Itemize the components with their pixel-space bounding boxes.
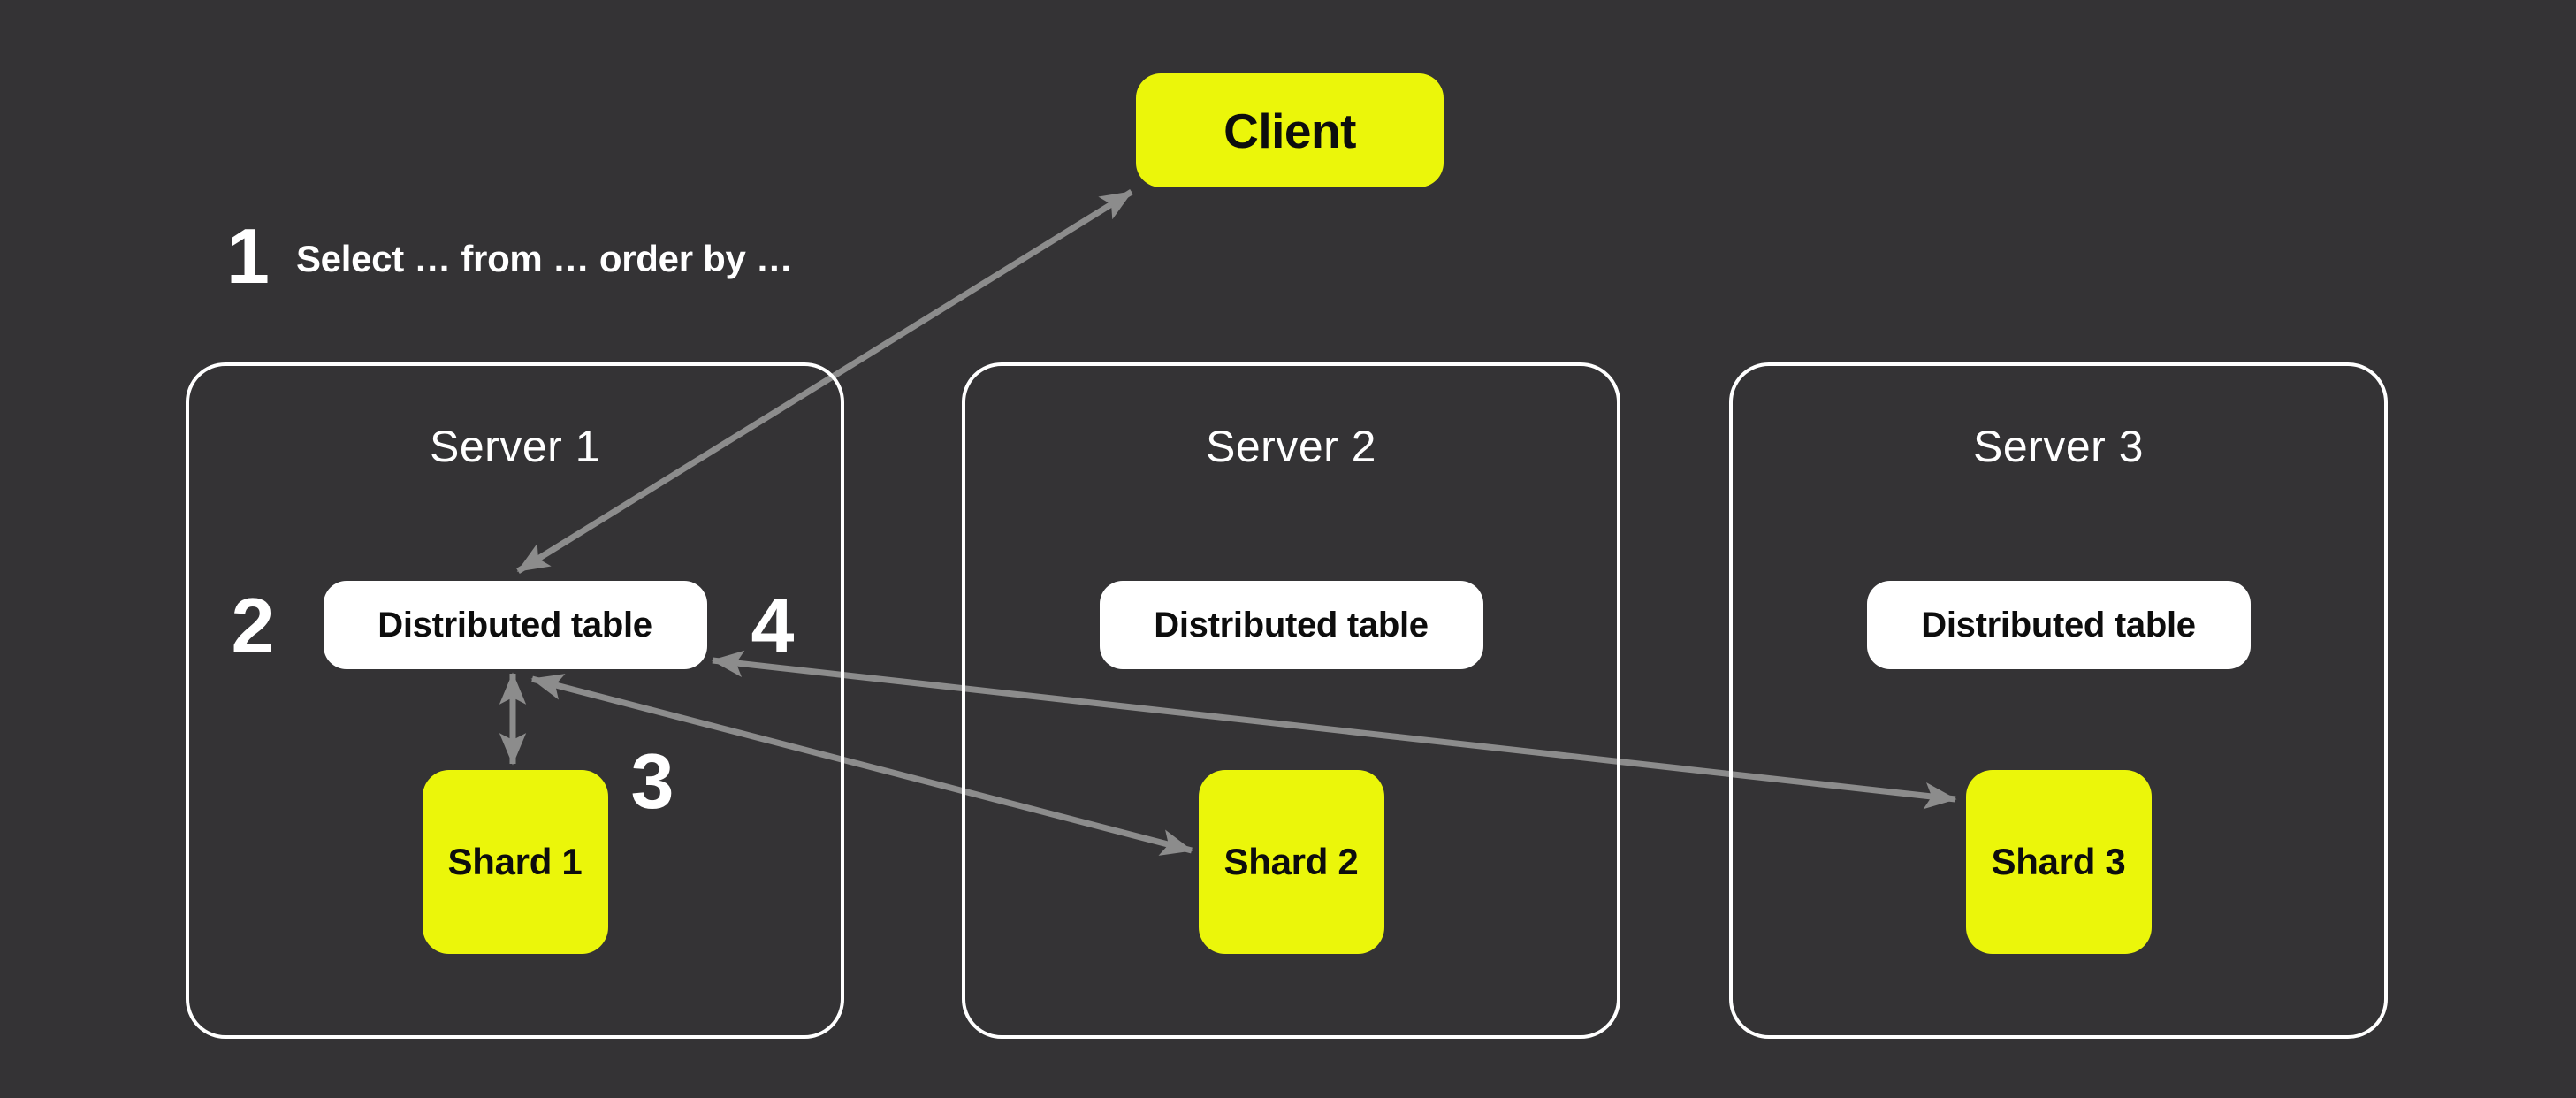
- shard-1-label: Shard 1: [447, 841, 583, 882]
- client-node: Client: [1136, 73, 1444, 187]
- shard-3-label: Shard 3: [1991, 841, 2126, 882]
- step-1-number: 1: [226, 212, 270, 300]
- step-2-number: 2: [231, 582, 275, 669]
- step-4-number: 4: [751, 582, 795, 669]
- shard-3-node: Shard 3: [1965, 770, 2152, 954]
- shard-2-label: Shard 2: [1223, 841, 1359, 882]
- step-1-annotation: 1 Select … from … order by …: [226, 216, 793, 297]
- shard-2-node: Shard 2: [1198, 770, 1384, 954]
- server-1-node: Server 1 Distributed table Shard 1: [186, 362, 844, 1039]
- distributed-table-2-label: Distributed table: [1154, 605, 1429, 644]
- server-2-node: Server 2 Distributed table Shard 2: [962, 362, 1620, 1039]
- distributed-table-1-label: Distributed table: [377, 605, 652, 644]
- step-1-text: Select … from … order by …: [295, 238, 793, 279]
- distributed-table-3-label: Distributed table: [1921, 605, 2196, 644]
- shard-1-node: Shard 1: [422, 770, 608, 954]
- server-3-node: Server 3 Distributed table Shard 3: [1729, 362, 2388, 1039]
- server-1-title: Server 1: [430, 422, 600, 471]
- server-3-title: Server 3: [1973, 422, 2144, 471]
- server-2-title: Server 2: [1206, 422, 1376, 471]
- distributed-table-3-node: Distributed table: [1866, 581, 2251, 669]
- distributed-table-1-node: Distributed table: [323, 581, 707, 669]
- step-3-number: 3: [630, 737, 674, 825]
- client-label: Client: [1223, 103, 1356, 158]
- distributed-table-2-node: Distributed table: [1099, 581, 1483, 669]
